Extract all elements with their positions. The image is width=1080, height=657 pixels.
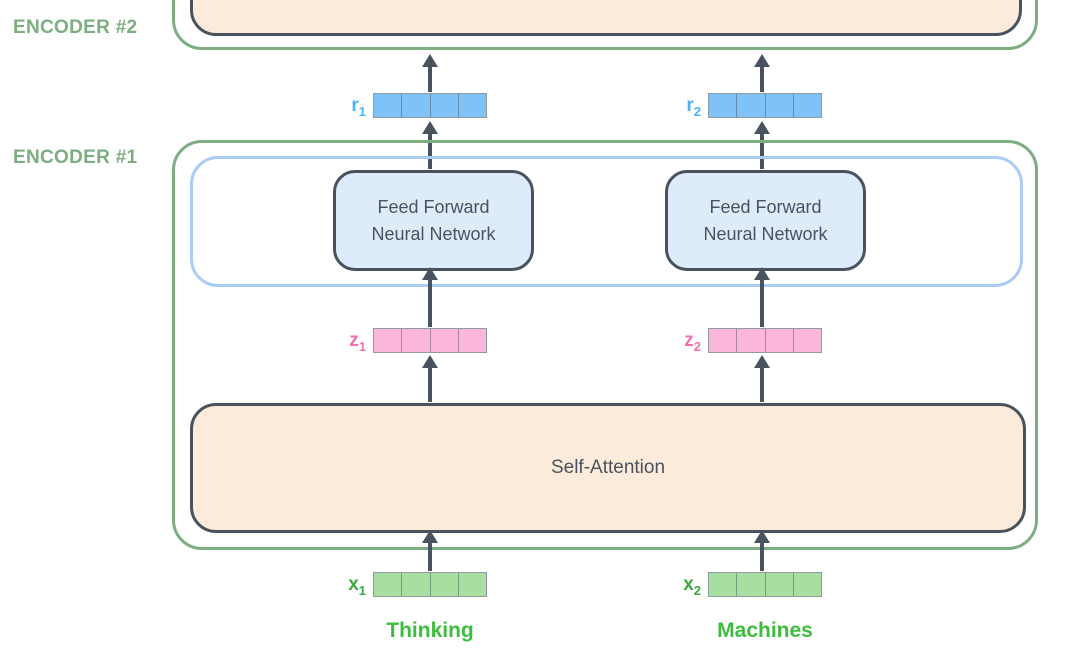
arrow-head-icon [754,267,770,280]
encoder1-box [172,140,1038,550]
x2-vector-label: x2 [683,574,701,598]
vector-cell [792,94,821,117]
encoder1-label: ENCODER #1 [13,147,138,168]
feed-forward-label-line1: Feed Forward [709,197,822,218]
vector-cell [429,573,458,596]
r1-vector-label: r1 [351,95,366,119]
vector-cell [736,573,764,596]
encoder2-label: ENCODER #2 [13,17,138,38]
vector-cell [792,573,821,596]
arrow-head-icon [422,530,438,543]
arrow-head-icon [422,355,438,368]
arrow-up-icon [754,355,770,402]
arrow-up-icon [754,530,770,571]
arrow-head-icon [754,355,770,368]
arrow-head-icon [422,54,438,67]
vector-cell [457,329,486,352]
arrow-head-icon [422,121,438,134]
arrow-head-icon [754,121,770,134]
vector-cell [374,329,401,352]
vector-cell [709,94,736,117]
feed-forward-label-line1: Feed Forward [377,197,490,218]
arrow-up-icon [754,54,770,92]
vector-cell [401,94,429,117]
vector-cell [429,329,458,352]
feed-forward-label-line2: Neural Network [703,223,828,244]
z1-vector [373,328,487,353]
z2-vector [708,328,822,353]
arrow-head-icon [754,54,770,67]
self-attention-box: Self-Attention [190,403,1026,533]
vector-cell [709,573,736,596]
r1-vector [373,93,487,118]
arrow-up-icon [422,267,438,327]
vector-cell [429,94,458,117]
vector-cell [736,94,764,117]
vector-cell [401,329,429,352]
vector-cell [764,329,793,352]
vector-cell [457,94,486,117]
vector-cell [709,329,736,352]
vector-cell [792,329,821,352]
r2-vector [708,93,822,118]
vector-cell [736,329,764,352]
z2-vector-label: z2 [684,330,701,354]
z1-vector-label: z1 [349,330,366,354]
feed-forward-label-line2: Neural Network [371,223,496,244]
self-attention-label: Self-Attention [550,457,666,478]
arrow-head-icon [422,267,438,280]
vector-cell [457,573,486,596]
vector-cell [764,573,793,596]
encoder2-inner-box [190,0,1022,36]
encoder2-box [172,0,1038,50]
arrow-head-icon [754,530,770,543]
x1-vector-label: x1 [348,574,366,598]
arrow-up-icon [754,267,770,327]
vector-cell [401,573,429,596]
arrow-up-icon [422,54,438,92]
x1-vector [373,572,487,597]
input-word-2: Machines [717,619,813,642]
vector-cell [764,94,793,117]
arrow-up-icon [422,530,438,571]
input-word-1: Thinking [386,619,474,642]
vector-cell [374,573,401,596]
r2-vector-label: r2 [686,95,701,119]
feed-forward-box-1: Feed Forward Neural Network [333,170,534,271]
feed-forward-box-2: Feed Forward Neural Network [665,170,866,271]
arrow-up-icon [754,121,770,169]
feed-forward-layer-outline [190,156,1023,287]
arrow-up-icon [422,121,438,169]
arrow-up-icon [422,355,438,402]
x2-vector [708,572,822,597]
vector-cell [374,94,401,117]
